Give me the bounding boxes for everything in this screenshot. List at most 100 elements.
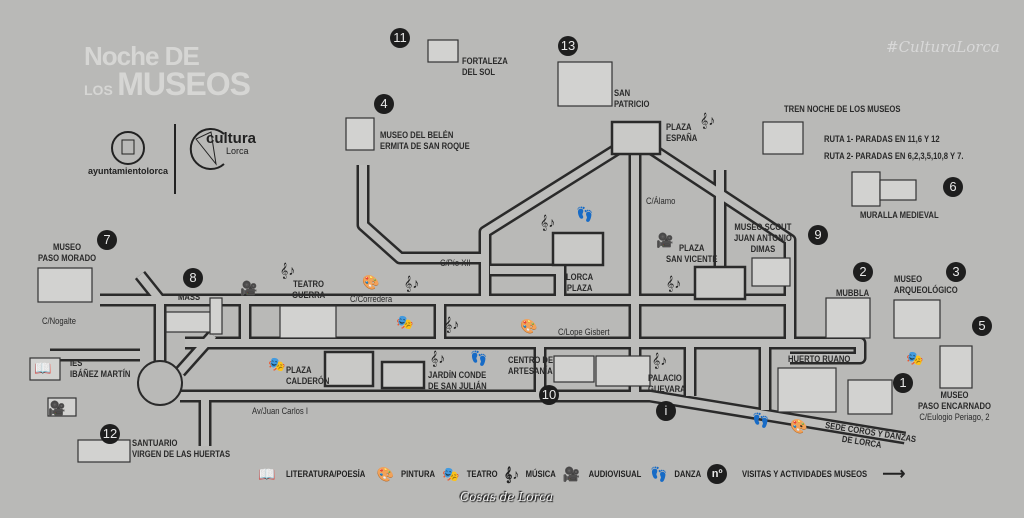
- audiovisual-icon: 🎥: [240, 280, 258, 296]
- marker-8[interactable]: 8: [183, 268, 203, 288]
- ayuntamiento-logo-text: ayuntamientolorca: [88, 166, 169, 176]
- theatre-icon: 🎭: [268, 356, 286, 372]
- audiovisual-icon: 🎥: [48, 400, 66, 416]
- music-icon: 𝄞♪: [280, 262, 296, 278]
- marker-3[interactable]: 3: [946, 262, 966, 282]
- legend-literatura: LITERATURA/POESÍA: [286, 469, 366, 479]
- label-line: ERMITA DE SAN ROQUE: [380, 141, 470, 151]
- music-icon: 𝄞♪: [430, 350, 446, 366]
- marker-10[interactable]: 10: [539, 385, 559, 405]
- label-line: DE SAN JULIÁN: [428, 381, 487, 391]
- parks: [323, 120, 747, 390]
- dance-icon: 👣: [470, 350, 488, 366]
- street-nogalte: C/Nogalte: [42, 316, 77, 326]
- arrow-right-icon: ⟶: [882, 466, 906, 483]
- label-line: VIRGEN DE LAS HUERTAS: [132, 449, 231, 459]
- legend-teatro: TEATRO: [466, 469, 498, 479]
- label-line: MUSEO DEL BELÉN: [380, 130, 454, 140]
- music-icon: 𝄞♪: [700, 112, 716, 128]
- marker-6[interactable]: 6: [943, 177, 963, 197]
- event-title: Noche DE LOS MUSEOS: [84, 41, 251, 105]
- marker-1[interactable]: 1: [893, 373, 913, 393]
- title-line2a: LOS: [84, 82, 113, 98]
- street-alamo: C/Álamo: [646, 196, 676, 206]
- label-line: MUSEO: [894, 274, 923, 284]
- dance-icon: 👣: [650, 465, 668, 482]
- legend-audiovisual: AUDIOVISUAL: [588, 469, 642, 479]
- painting-icon: 🎨: [376, 465, 395, 482]
- marker-11[interactable]: 11: [390, 28, 410, 48]
- label-line: MUSEO: [940, 390, 969, 400]
- theatre-icon: 🎭: [442, 465, 460, 482]
- marker-9[interactable]: 9: [808, 225, 828, 245]
- roundabout: [137, 360, 183, 406]
- label-line: DEL SOL: [462, 67, 496, 77]
- cultura-logo-text: cultura: [206, 130, 257, 147]
- label-line: CALDERÓN: [286, 376, 330, 386]
- label-line: ARTESANÍA: [508, 366, 553, 376]
- marker-5[interactable]: 5: [972, 316, 992, 336]
- music-icon: 𝄞♪: [540, 214, 556, 230]
- label-line: DIMAS: [750, 244, 776, 254]
- painting-icon: 🎨: [790, 418, 808, 434]
- label-line: SAN VICENTE: [666, 254, 718, 264]
- marker-2[interactable]: 2: [853, 262, 873, 282]
- label-line: IBÁÑEZ MARTÍN: [70, 369, 131, 379]
- info-marker[interactable]: i: [656, 401, 676, 421]
- label-line: TEATRO: [293, 279, 325, 289]
- title-line1: Noche DE: [84, 41, 200, 71]
- ayuntamiento-logo-icon: [111, 131, 145, 165]
- label-line: PASO MORADO: [38, 253, 97, 263]
- label-line: ARQUEOLÓGICO: [894, 285, 958, 295]
- legend-pintura: PINTURA: [401, 469, 436, 479]
- label-line: PASO ENCARNADO: [918, 401, 991, 411]
- book-icon: 📖: [34, 360, 52, 376]
- title-line2b: MUSEOS: [117, 66, 251, 102]
- audiovisual-icon: 🎥: [562, 465, 581, 482]
- marker-4[interactable]: 4: [374, 94, 394, 114]
- label-mass: MASS: [178, 292, 201, 302]
- street-juan-carlos: Av/Juan Carlos I: [252, 406, 308, 416]
- label-line: FORTALEZA: [462, 56, 508, 66]
- theatre-icon: 🎭: [906, 350, 924, 366]
- label-huerto-ruano: HUERTO RUANO: [788, 354, 851, 364]
- label-line: JUAN ANTONIO: [734, 233, 792, 243]
- train-title: TREN NOCHE DE LOS MUSEOS: [784, 104, 901, 114]
- marker-12[interactable]: 12: [100, 424, 120, 444]
- marker-7[interactable]: 7: [97, 230, 117, 250]
- label-line: PALACIO: [648, 373, 682, 383]
- logo-divider: [174, 124, 176, 194]
- street-lope-gisbert: C/Lope Gisbert: [558, 327, 610, 337]
- street-pio-xii: C/Pío XII: [440, 258, 471, 268]
- music-icon: 𝄞♪: [404, 275, 420, 291]
- painting-icon: 🎨: [362, 274, 380, 290]
- marker-13[interactable]: 13: [558, 36, 578, 56]
- label-line: PLAZA: [286, 365, 312, 375]
- label-line: JARDÍN CONDE: [428, 370, 487, 380]
- train-route-1: RUTA 1- PARADAS EN 11,6 Y 12: [824, 134, 940, 144]
- hashtag: #CulturaLorca: [886, 38, 1000, 56]
- label-line: C/Eulogio Periago, 2: [919, 412, 990, 422]
- legend: 📖 LITERATURA/POESÍA 🎨 PINTURA 🎭 TEATRO 𝄞…: [258, 464, 905, 484]
- label-line: MUSEO SCOUT: [734, 222, 792, 232]
- street-corredera: C/Corredera: [350, 294, 393, 304]
- label-line: PLAZA: [566, 283, 593, 293]
- train-route-2: RUTA 2- PARADAS EN 6,2,3,5,10,8 Y 7.: [824, 151, 964, 161]
- music-icon: 𝄞♪: [504, 465, 520, 482]
- label-line: PLAZA: [678, 243, 705, 253]
- label-line: ESPAÑA: [666, 133, 698, 143]
- label-line: PATRICIO: [614, 99, 650, 109]
- cultura-logo-sub: Lorca: [226, 146, 249, 156]
